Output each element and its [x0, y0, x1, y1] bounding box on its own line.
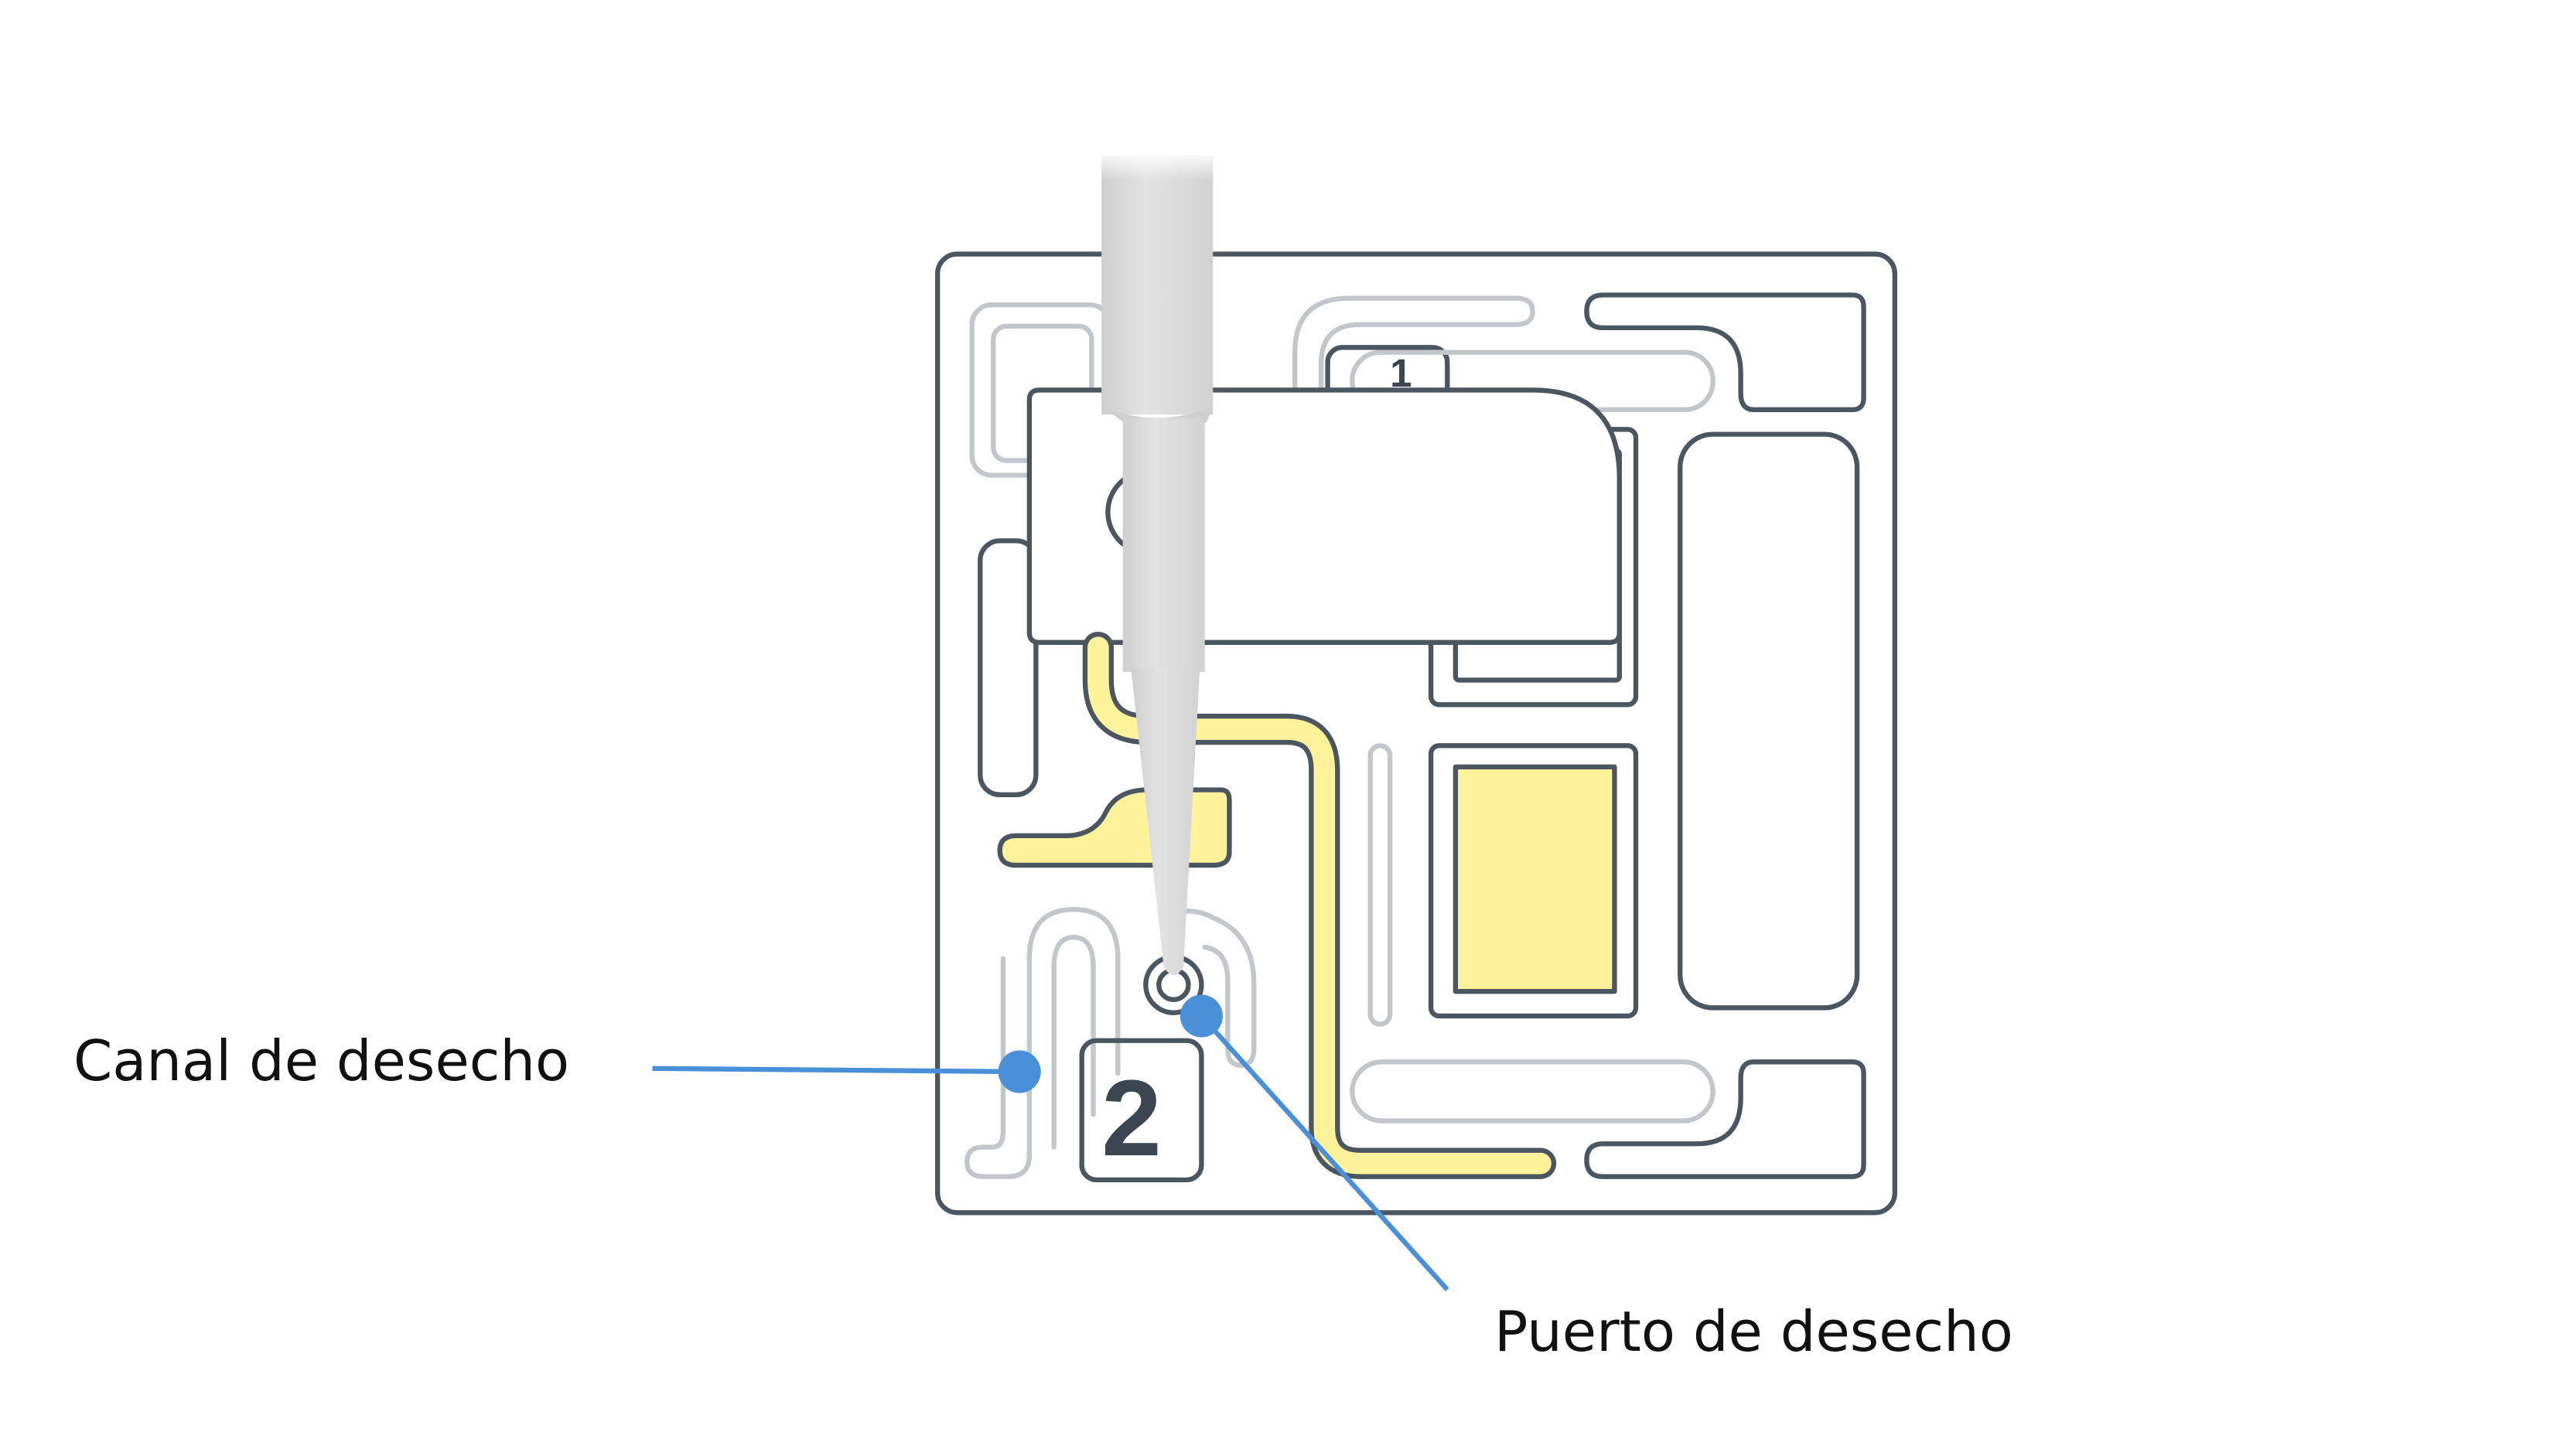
waste-channel-lower — [964, 1144, 986, 1179]
pipette-icon — [1094, 151, 1220, 975]
port-2-box — [1079, 1038, 1204, 1183]
waste-channel — [981, 907, 1257, 1179]
yellow-channel — [1087, 636, 1552, 1175]
top-gray-channel — [1292, 295, 1535, 396]
yellow-chamber — [1453, 764, 1617, 994]
callout-waste-channel — [652, 1050, 1041, 1093]
left-chamber — [978, 538, 1039, 798]
label-waste-port: Puerto de desecho — [1494, 1299, 2013, 1364]
bottom-right-chamber — [1584, 1059, 1866, 1179]
port-2-label: 2 — [1101, 1057, 1162, 1178]
cover-block — [1026, 387, 1622, 645]
callout-waste-port — [1179, 994, 1449, 1291]
hidden-port-circle — [1105, 472, 1134, 552]
top-right-chamber — [1584, 292, 1866, 413]
label-waste-channel: Canal de desecho — [73, 1028, 570, 1093]
waste-channel-inner — [1051, 935, 1096, 1150]
bottom-gray-pill — [1350, 1059, 1715, 1124]
thin-gray-channel — [1367, 743, 1393, 1027]
right-tall-chamber — [1678, 431, 1860, 1011]
